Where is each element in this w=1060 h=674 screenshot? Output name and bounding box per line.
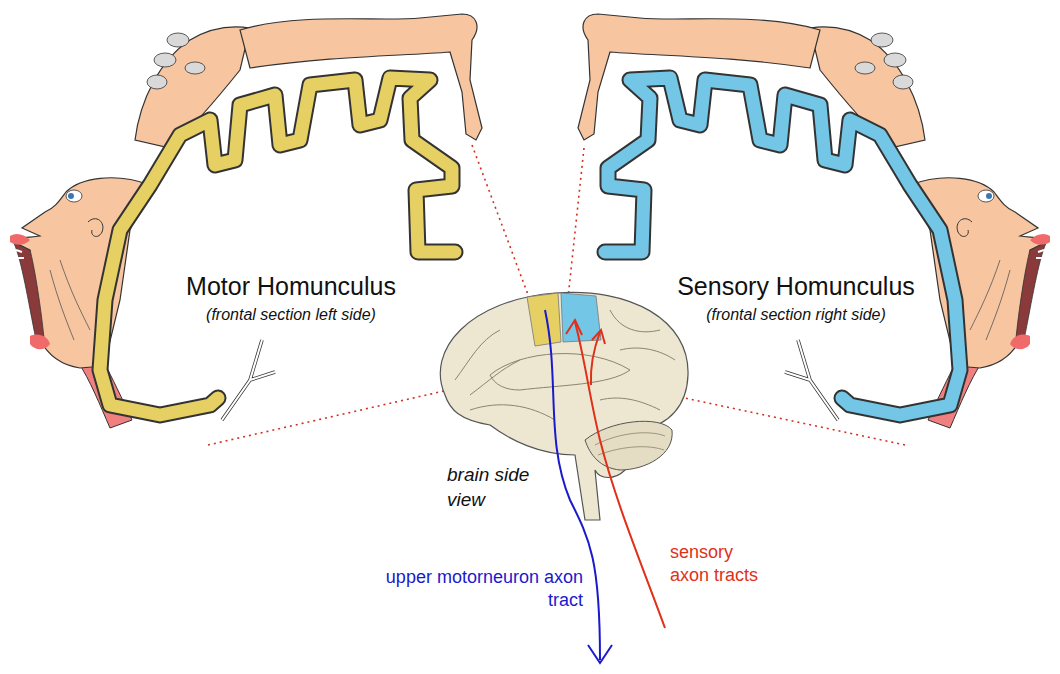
section-title: Motor Homunculus [166,270,416,303]
section-subtitle: (frontal section right side) [656,305,936,326]
view-label: brain side view [447,463,533,512]
tract-label: sensory axon tracts [670,541,775,588]
section-subtitle: (frontal section left side) [166,305,416,326]
tract-label: upper motorneuron axon tract [383,566,583,613]
section-title: Sensory Homunculus [656,270,936,303]
